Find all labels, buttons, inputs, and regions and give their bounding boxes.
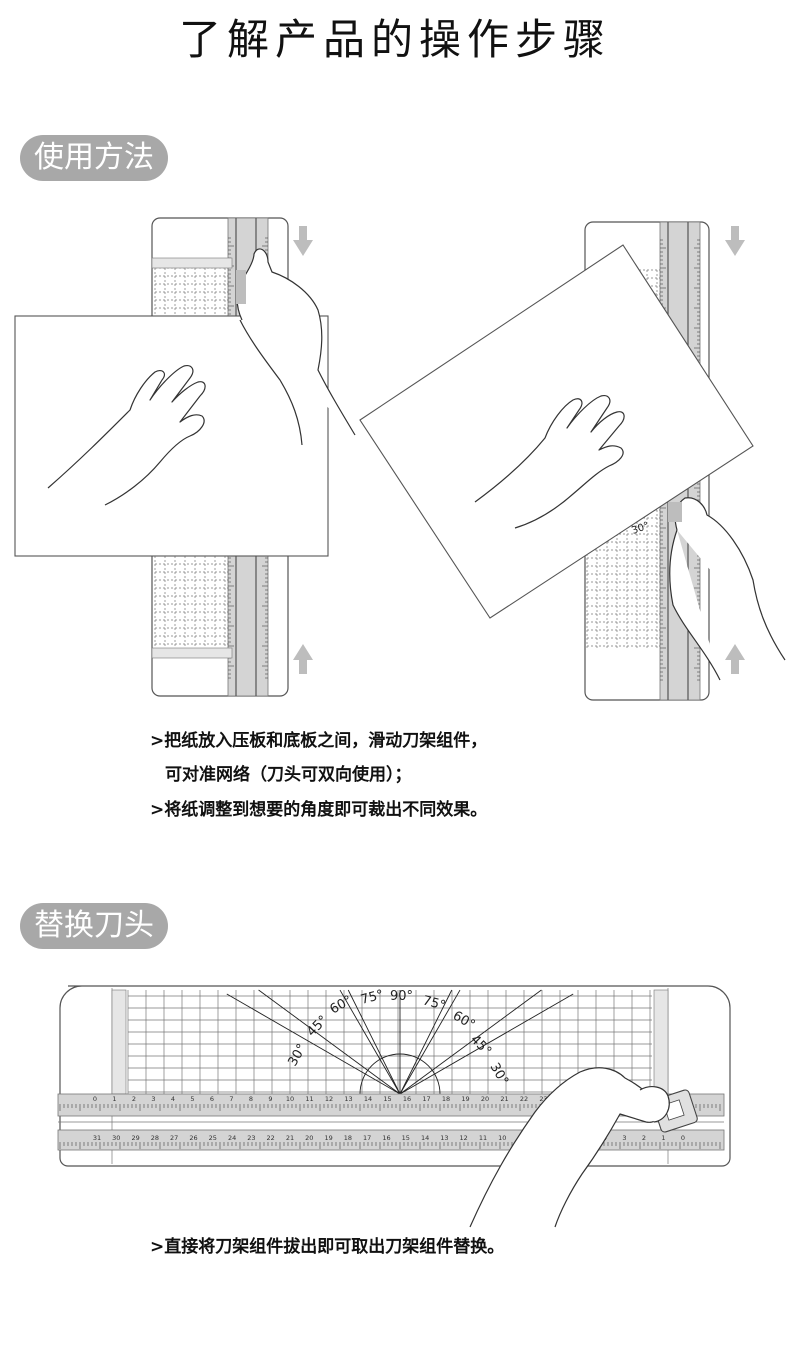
scale-number: 0 xyxy=(681,1134,685,1142)
scale-number: 1 xyxy=(661,1134,665,1142)
arrow-down-icon xyxy=(293,226,313,256)
scale-number: 0 xyxy=(93,1095,97,1103)
scale-number: 28 xyxy=(151,1134,159,1142)
arrow-up-icon xyxy=(293,644,313,674)
scale-number: 11 xyxy=(305,1095,313,1103)
scale-number: 10 xyxy=(498,1134,506,1142)
scale-number: 10 xyxy=(286,1095,294,1103)
scale-number: 13 xyxy=(344,1095,352,1103)
scale-number: 22 xyxy=(520,1095,528,1103)
scale-number: 31 xyxy=(93,1134,101,1142)
section-label-usage: 使用方法 xyxy=(20,135,168,181)
page-title: 了解产品的操作步骤 xyxy=(178,15,611,64)
scale-number: 17 xyxy=(422,1095,430,1103)
scale-number: 23 xyxy=(247,1134,255,1142)
scale-number: 11 xyxy=(479,1134,487,1142)
scale-number: 8 xyxy=(249,1095,253,1103)
scale-number: 17 xyxy=(363,1134,371,1142)
replace-instruction: >直接将刀架组件拔出即可取出刀架组件替换。 xyxy=(150,1237,505,1257)
trimmer-illustration-right: 30° xyxy=(359,221,786,701)
scale-number: 18 xyxy=(442,1095,450,1103)
scale-number: 20 xyxy=(481,1095,489,1103)
scale-number: 9 xyxy=(268,1095,272,1103)
scale-number: 14 xyxy=(364,1095,372,1103)
scale-number: 16 xyxy=(403,1095,411,1103)
scale-number: 12 xyxy=(325,1095,333,1103)
angle-label: 75° xyxy=(359,987,385,1007)
scale-number: 15 xyxy=(383,1095,391,1103)
scale-number: 22 xyxy=(267,1134,275,1142)
scale-number: 12 xyxy=(460,1134,468,1142)
scale-number: 16 xyxy=(382,1134,390,1142)
scale-number: 30 xyxy=(112,1134,120,1142)
scale-number: 26 xyxy=(189,1134,197,1142)
usage-instruction-3: >将纸调整到想要的角度即可裁出不同效果。 xyxy=(150,800,488,820)
usage-instruction-1: >把纸放入压板和底板之间，滑动刀架组件， xyxy=(150,731,488,751)
trimmer-illustration-left xyxy=(14,217,356,697)
scale-number: 5 xyxy=(190,1095,194,1103)
scale-number: 19 xyxy=(461,1095,469,1103)
scale-number: 4 xyxy=(171,1095,175,1103)
arrow-up-icon xyxy=(725,644,745,674)
angle-label: 90° xyxy=(390,989,413,1004)
scale-number: 25 xyxy=(209,1134,217,1142)
usage-instruction-2: 可对准网络（刀头可双向使用）； xyxy=(165,765,412,785)
scale-number: 7 xyxy=(229,1095,233,1103)
scale-number: 24 xyxy=(228,1134,236,1142)
scale-number: 29 xyxy=(131,1134,139,1142)
scale-number: 21 xyxy=(286,1134,294,1142)
scale-number: 20 xyxy=(305,1134,313,1142)
arrow-down-icon xyxy=(725,226,745,256)
scale-number: 15 xyxy=(402,1134,410,1142)
scale-number: 14 xyxy=(421,1134,429,1142)
scale-number: 13 xyxy=(440,1134,448,1142)
scale-number: 23 xyxy=(539,1095,547,1103)
scale-number: 2 xyxy=(132,1095,136,1103)
scale-number: 3 xyxy=(151,1095,155,1103)
scale-number: 2 xyxy=(642,1134,646,1142)
angle-label: 75° xyxy=(421,993,447,1013)
scale-number: 19 xyxy=(324,1134,332,1142)
scale-number: 27 xyxy=(170,1134,178,1142)
scale-number: 1 xyxy=(112,1095,116,1103)
section-label-replace: 替换刀头 xyxy=(20,903,168,949)
scale-number: 3 xyxy=(622,1134,626,1142)
scale-number: 18 xyxy=(344,1134,352,1142)
scale-number: 21 xyxy=(500,1095,508,1103)
scale-number: 6 xyxy=(210,1095,214,1103)
